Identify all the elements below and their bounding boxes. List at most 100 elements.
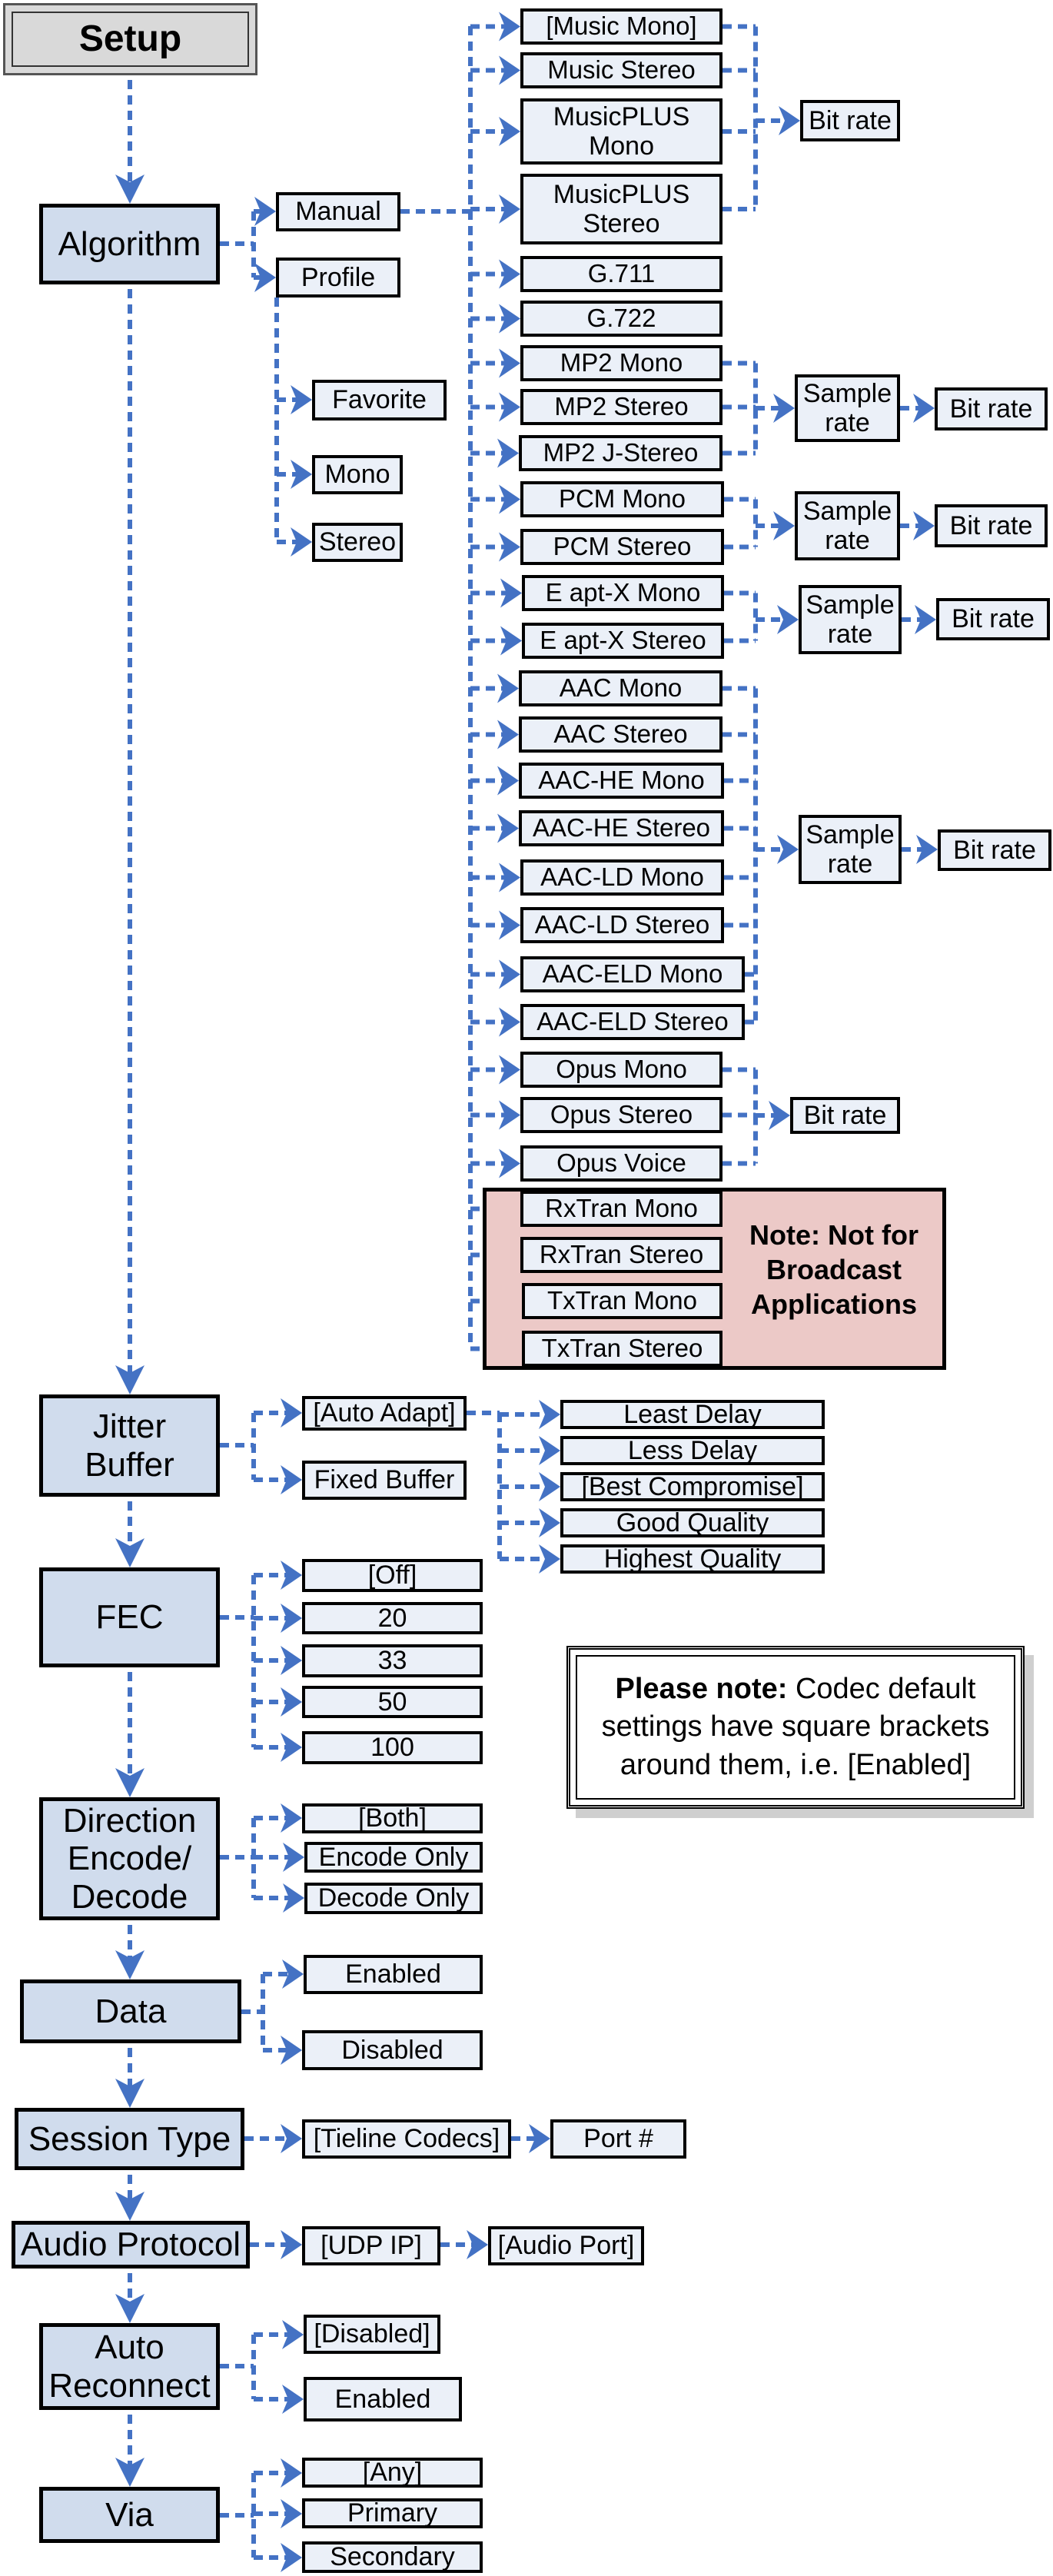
setup-title-node: Setup xyxy=(3,3,257,75)
codec-option[interactable]: MP2 J-Stereo xyxy=(519,435,722,471)
auto-reconnect-node[interactable]: Auto Reconnect xyxy=(39,2323,220,2410)
jitter-buffer-node[interactable]: Jitter Buffer xyxy=(39,1394,220,1497)
fec-option-33[interactable]: 33 xyxy=(302,1644,483,1677)
arrow-right-icon xyxy=(291,385,312,414)
arrow-right-icon xyxy=(281,1465,302,1494)
auto-adapt-best-compromise[interactable]: [Best Compromise] xyxy=(560,1472,825,1501)
direction-option-encode-only[interactable]: Encode Only xyxy=(304,1842,483,1873)
fec-node[interactable]: FEC xyxy=(39,1567,220,1667)
arrow-down-icon xyxy=(115,2294,144,2323)
codec-option[interactable]: PCM Mono xyxy=(520,481,724,517)
samplerate-pcm[interactable]: Sample rate xyxy=(795,491,900,560)
audio-protocol-option-udp[interactable]: [UDP IP] xyxy=(302,2226,440,2265)
session-type-option-tieline[interactable]: [Tieline Codecs] xyxy=(302,2119,511,2159)
via-node[interactable]: Via xyxy=(39,2487,220,2543)
data-option-disabled[interactable]: Disabled xyxy=(302,2030,483,2070)
jitter-mode-auto-adapt[interactable]: [Auto Adapt] xyxy=(302,1396,467,1431)
audio-protocol-node[interactable]: Audio Protocol xyxy=(12,2221,250,2269)
auto-adapt-less-delay[interactable]: Less Delay xyxy=(560,1436,825,1465)
algorithm-mode-profile[interactable]: Profile xyxy=(276,258,400,297)
arrow-right-icon xyxy=(281,1646,302,1675)
via-option-primary[interactable]: Primary xyxy=(302,2498,483,2528)
codec-option[interactable]: AAC-HE Stereo xyxy=(519,810,724,846)
codec-option[interactable]: AAC-HE Mono xyxy=(519,763,724,799)
codec-option[interactable]: AAC-ELD Mono xyxy=(520,956,745,992)
codec-option[interactable]: RxTran Mono xyxy=(520,1191,722,1227)
bitrate-aac[interactable]: Bit rate xyxy=(938,829,1051,871)
direction-option-decode-only[interactable]: Decode Only xyxy=(304,1883,483,1914)
session-type-node[interactable]: Session Type xyxy=(15,2108,244,2170)
codec-option[interactable]: MusicPLUS Stereo xyxy=(520,174,722,244)
codec-option[interactable]: MP2 Stereo xyxy=(520,389,722,425)
arrow-right-icon xyxy=(291,527,312,557)
fec-option-off[interactable]: [Off] xyxy=(302,1559,483,1592)
arrow-right-icon xyxy=(769,1101,790,1130)
samplerate-aptx[interactable]: Sample rate xyxy=(799,585,902,654)
profile-option-favorite[interactable]: Favorite xyxy=(312,380,447,420)
codec-option[interactable]: MP2 Mono xyxy=(520,345,722,381)
auto-adapt-highest-quality[interactable]: Highest Quality xyxy=(560,1544,825,1574)
codec-option[interactable]: [Music Mono] xyxy=(520,8,722,45)
algorithm-node[interactable]: Algorithm xyxy=(39,204,220,284)
arrow-right-icon xyxy=(281,2458,302,2488)
codec-option[interactable]: Opus Voice xyxy=(520,1145,722,1182)
codec-option[interactable]: E apt-X Stereo xyxy=(522,623,724,659)
codec-option[interactable]: Opus Mono xyxy=(520,1052,722,1088)
samplerate-aac[interactable]: Sample rate xyxy=(799,815,902,884)
profile-option-mono[interactable]: Mono xyxy=(312,455,403,494)
arrow-right-icon xyxy=(281,2543,302,2572)
auto-reconnect-option-disabled[interactable]: [Disabled] xyxy=(304,2315,440,2354)
codec-option[interactable]: AAC Mono xyxy=(519,670,722,706)
data-option-enabled[interactable]: Enabled xyxy=(304,1955,483,1994)
codec-option[interactable]: RxTran Stereo xyxy=(520,1237,722,1273)
arrow-right-icon xyxy=(499,1007,520,1037)
direction-node[interactable]: Direction Encode/ Decode xyxy=(39,1797,220,1920)
bitrate-mp2[interactable]: Bit rate xyxy=(935,387,1048,430)
arrow-right-icon xyxy=(254,263,276,292)
arrow-right-icon xyxy=(539,1472,560,1501)
arrow-right-icon xyxy=(499,484,520,514)
codec-option[interactable]: AAC-LD Stereo xyxy=(520,907,724,943)
bitrate-music[interactable]: Bit rate xyxy=(800,100,900,141)
codec-option[interactable]: TxTran Mono xyxy=(522,1283,722,1319)
arrow-right-icon xyxy=(916,835,938,864)
codec-option[interactable]: Opus Stereo xyxy=(520,1097,722,1133)
arrow-right-icon xyxy=(773,394,795,423)
jitter-mode-fixed-buffer[interactable]: Fixed Buffer xyxy=(302,1461,467,1500)
fec-option-100[interactable]: 100 xyxy=(302,1731,483,1764)
arrow-right-icon xyxy=(283,1883,304,1913)
codec-option[interactable]: E apt-X Mono xyxy=(522,575,724,611)
codec-option[interactable]: TxTran Stereo xyxy=(522,1331,722,1367)
audio-protocol-port[interactable]: [Audio Port] xyxy=(488,2226,644,2265)
codec-option[interactable]: G.722 xyxy=(520,301,722,337)
arrow-right-icon xyxy=(497,813,519,843)
bitrate-pcm[interactable]: Bit rate xyxy=(935,504,1048,547)
samplerate-mp2[interactable]: Sample rate xyxy=(795,374,900,442)
codec-option[interactable]: MusicPLUS Mono xyxy=(520,98,722,165)
via-option-secondary[interactable]: Secondary xyxy=(302,2541,483,2573)
arrow-right-icon xyxy=(281,2124,302,2153)
session-type-port[interactable]: Port # xyxy=(550,2119,686,2159)
arrow-right-icon xyxy=(281,1687,302,1717)
direction-option-both[interactable]: [Both] xyxy=(302,1803,483,1833)
profile-option-stereo[interactable]: Stereo xyxy=(312,523,403,562)
arrow-right-icon xyxy=(499,194,520,224)
fec-option-20[interactable]: 20 xyxy=(302,1602,483,1634)
bitrate-aptx[interactable]: Bit rate xyxy=(936,598,1050,640)
via-option-any[interactable]: [Any] xyxy=(302,2458,483,2488)
codec-option[interactable]: AAC-ELD Stereo xyxy=(520,1004,745,1040)
codec-option[interactable]: G.711 xyxy=(520,256,722,292)
codec-option[interactable]: AAC Stereo xyxy=(519,716,722,753)
arrow-right-icon xyxy=(497,720,519,750)
codec-option[interactable]: AAC-LD Mono xyxy=(520,859,724,896)
auto-reconnect-option-enabled[interactable]: Enabled xyxy=(304,2377,462,2421)
bitrate-opus[interactable]: Bit rate xyxy=(790,1097,900,1134)
codec-option[interactable]: PCM Stereo xyxy=(520,529,724,565)
data-node[interactable]: Data xyxy=(20,1979,241,2043)
codec-option[interactable]: Music Stereo xyxy=(520,52,722,88)
arrow-right-icon xyxy=(281,1398,302,1428)
auto-adapt-good-quality[interactable]: Good Quality xyxy=(560,1508,825,1537)
auto-adapt-least-delay[interactable]: Least Delay xyxy=(560,1400,825,1429)
fec-option-50[interactable]: 50 xyxy=(302,1686,483,1718)
algorithm-mode-manual[interactable]: Manual xyxy=(276,192,400,231)
